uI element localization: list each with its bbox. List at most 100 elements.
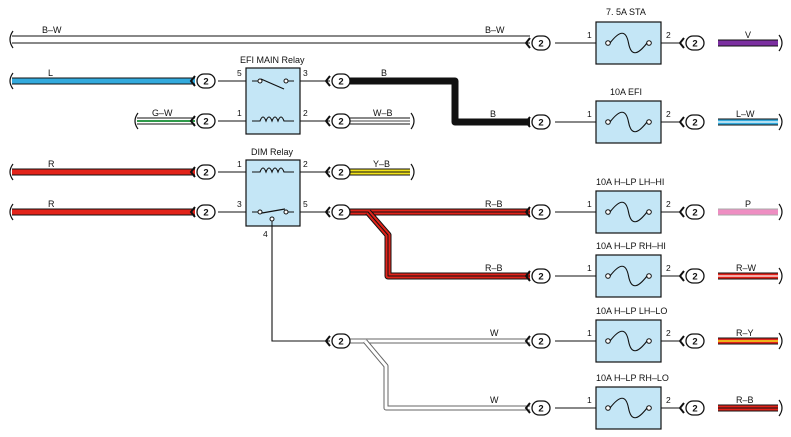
dim-relay (245, 159, 301, 227)
wire-g-w (134, 112, 195, 130)
connector-2: 2 (678, 35, 705, 51)
dim-relay-pin-3: 3 (237, 199, 242, 209)
wire-label-g-w: G–W (152, 108, 173, 118)
fuse-lh-lo (595, 319, 662, 363)
connector-20: 2 (524, 400, 551, 416)
connector-chevron-icon (189, 166, 196, 178)
fuse-efi-pin-2: 2 (666, 109, 671, 119)
connector-5: 2 (189, 113, 216, 129)
connector-chevron-icon (324, 206, 331, 218)
connector-19: 2 (678, 333, 705, 349)
fuse-lh-hi-pin-1: 1 (587, 199, 592, 209)
wire-dim-pin4 (271, 222, 330, 342)
connector-chevron-icon (524, 270, 531, 282)
connector-chevron-icon (324, 335, 331, 347)
connector-17: 2 (324, 333, 351, 349)
connector-number: 2 (338, 337, 343, 348)
connector-chevron-icon (524, 206, 531, 218)
wire-r-lower (9, 203, 195, 221)
efi-relay-pin-3: 3 (303, 68, 308, 78)
connector-number: 2 (338, 77, 343, 88)
wire-label-r-y: R–Y (736, 328, 754, 338)
connector-number: 2 (692, 272, 697, 283)
connector-13: 2 (524, 204, 551, 220)
wire-label-l: L (48, 68, 53, 78)
wire-r-upper (9, 163, 195, 181)
wire-w-b (350, 112, 415, 130)
fuse-lh-hi-pin-2: 2 (666, 199, 671, 209)
fuse-title-lh-lo: 10A H–LP LH–LO (596, 306, 667, 316)
wire-r-w (718, 267, 783, 285)
wire-label-v: V (745, 30, 751, 40)
wire-v (718, 34, 783, 52)
connector-18: 2 (524, 333, 551, 349)
fuse-rh-hi-pin-1: 1 (587, 263, 592, 273)
connector-7: 2 (524, 114, 551, 130)
connector-number: 2 (538, 208, 543, 219)
fuse-leads (555, 42, 680, 409)
connector-number: 2 (203, 77, 208, 88)
connector-number: 2 (538, 39, 543, 50)
connector-chevron-icon (189, 206, 196, 218)
connector-6: 2 (324, 113, 351, 129)
fuse-sta-pin-1: 1 (587, 30, 592, 40)
wire-label-l-w: L–W (736, 109, 755, 119)
efi-relay-pin-2: 2 (303, 108, 308, 118)
connector-chevron-icon (678, 270, 685, 282)
fuse-title-efi: 10A EFI (610, 87, 642, 97)
wire-label-r-upper: R (48, 159, 55, 169)
efi-main-relay-title: EFI MAIN Relay (240, 55, 305, 65)
wire-label-b-fuse: B (490, 109, 496, 119)
wire-label-w-2: W (490, 395, 499, 405)
wire-label-w-b: W–B (373, 108, 393, 118)
connector-chevron-icon (189, 115, 196, 127)
connector-number: 2 (338, 168, 343, 179)
fuse-rh-lo-pin-2: 2 (666, 395, 671, 405)
efi-main-relay (245, 67, 301, 135)
connector-chevron-icon (678, 116, 685, 128)
fuse-lh-hi (595, 190, 662, 234)
fuse-rh-lo (595, 386, 662, 430)
efi-relay-pin-5: 5 (237, 68, 242, 78)
efi-relay-pin-1: 1 (237, 108, 242, 118)
connector-16: 2 (678, 268, 705, 284)
wire-r-b-out (718, 399, 783, 417)
connector-number: 2 (338, 117, 343, 128)
wire-label-b-w-top: B–W (42, 25, 62, 35)
connector-number: 2 (692, 404, 697, 415)
connector-number: 2 (203, 117, 208, 128)
fuse-lh-lo-pin-1: 1 (587, 328, 592, 338)
wire-label-y-b: Y–B (373, 159, 390, 169)
wire-y-b (350, 163, 415, 181)
fuse-efi (595, 100, 662, 144)
fuse-rh-lo-pin-1: 1 (587, 395, 592, 405)
connector-10: 2 (324, 164, 351, 180)
connector-chevron-icon (524, 116, 531, 128)
fuse-boxes (595, 21, 662, 430)
wire-r-b-rh-hi (365, 209, 530, 280)
fuse-rh-hi-pin-2: 2 (666, 263, 671, 273)
connector-number: 2 (538, 404, 543, 415)
wire-label-r-b-2: R–B (485, 263, 503, 273)
wire-l-w (718, 113, 783, 131)
connector-chevron-icon (678, 402, 685, 414)
connectors: 2 2 2 2 2 2 2 2 2 2 2 2 2 2 2 2 2 2 2 2 2 (189, 35, 705, 416)
connector-chevron-icon (324, 166, 331, 178)
dim-relay-title: DIM Relay (251, 147, 294, 157)
connector-number: 2 (538, 118, 543, 129)
connector-9: 2 (189, 164, 216, 180)
connector-number: 2 (538, 272, 543, 283)
fuse-title-sta: 7. 5A STA (606, 7, 646, 17)
dim-relay-pin-5: 5 (303, 199, 308, 209)
fuse-sta (595, 21, 662, 65)
fuse-rh-hi (595, 254, 662, 298)
wire-label-r-b-out: R–B (736, 395, 754, 405)
fuse-title-rh-hi: 10A H–LP RH–HI (596, 241, 666, 251)
wire-label-b-w-right: B–W (485, 25, 505, 35)
connector-1: 2 (524, 35, 551, 51)
wire-label-r-lower: R (48, 199, 55, 209)
connector-chevron-icon (678, 37, 685, 49)
connector-chevron-icon (189, 75, 196, 87)
wire-p (718, 203, 783, 221)
fuse-sta-pin-2: 2 (666, 30, 671, 40)
